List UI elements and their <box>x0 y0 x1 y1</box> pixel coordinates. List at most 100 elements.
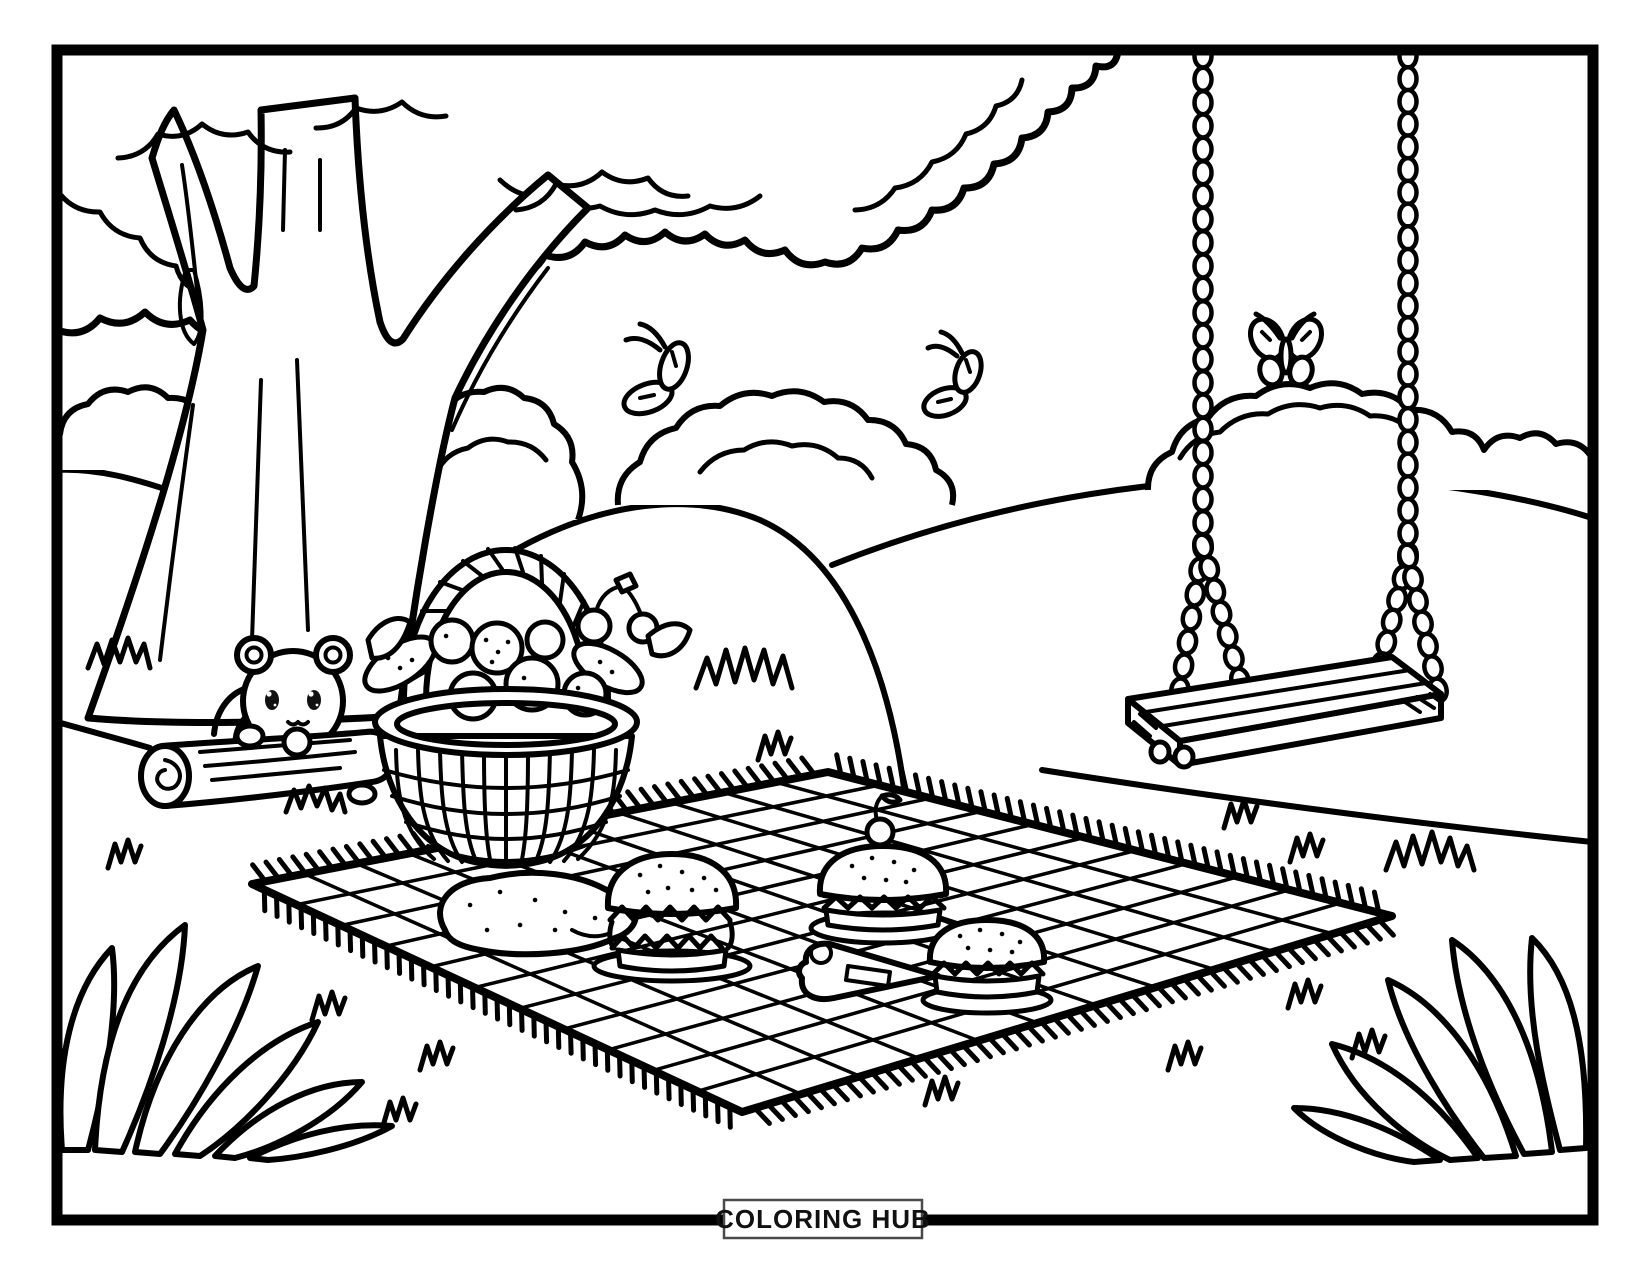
fringe-tick <box>274 892 280 919</box>
chain-bead <box>1397 496 1419 525</box>
chain-bead <box>1192 275 1214 304</box>
fringe-tick <box>1240 856 1251 882</box>
canopy-tuft-scallop <box>115 121 293 161</box>
grass-spikes <box>1383 829 1477 873</box>
fringe-tick <box>1083 816 1093 842</box>
footer-brand: COLORING HUB <box>715 1198 931 1240</box>
bottom-bun <box>932 973 1042 1000</box>
chain-bead <box>1172 652 1195 680</box>
fringe-tick <box>978 789 988 815</box>
fringe-tick <box>519 1006 525 1033</box>
fringe-tick <box>1363 921 1383 942</box>
fringe-tick <box>1194 972 1214 993</box>
fringe-tick <box>1376 917 1396 938</box>
grass-tufts <box>105 729 1388 1129</box>
fringe-tick <box>397 833 416 856</box>
brand-label: COLORING HUB <box>715 1204 931 1234</box>
fringe-tick <box>303 851 322 874</box>
fringe-tick <box>1149 832 1159 859</box>
fringe-tick <box>1214 849 1224 875</box>
fringe-tick <box>1233 960 1253 981</box>
chain-bead <box>1397 314 1419 343</box>
chain-bead <box>1176 628 1199 656</box>
fringe-tick <box>947 1046 967 1068</box>
fringe-tick <box>1246 956 1266 977</box>
tree <box>62 55 1121 726</box>
fringe-tick <box>745 765 764 788</box>
chain-bead <box>1192 135 1214 164</box>
blanket-grid-line <box>606 874 1240 1052</box>
fringe-tick <box>555 1024 562 1050</box>
fringe-tick <box>1293 869 1303 896</box>
fringe-tick <box>1064 1011 1084 1032</box>
fringe-tick <box>347 927 354 954</box>
fringe-tick <box>960 1042 980 1064</box>
chain-bead <box>1192 368 1214 397</box>
canopy-inner-scallop <box>62 193 209 297</box>
tongs <box>796 940 941 1002</box>
fringe-tick <box>408 955 415 982</box>
fringe-tick <box>372 938 378 965</box>
cherry-leaf <box>879 792 903 805</box>
lettuce-zigzag <box>607 904 733 923</box>
fringe-tick <box>1051 1015 1071 1036</box>
blanket-grid-line <box>773 780 1335 936</box>
blanket-grid-line <box>294 783 882 907</box>
chain-bead <box>1397 64 1419 93</box>
butterfly <box>621 321 691 417</box>
fringe-tick <box>290 854 309 877</box>
chain-bead <box>1192 252 1214 280</box>
burger <box>591 851 753 984</box>
chain-bead <box>1184 580 1207 608</box>
chain-bead <box>1422 654 1444 682</box>
fringe-tick <box>873 762 883 788</box>
fruit <box>524 619 566 661</box>
fringe-tick <box>1142 988 1162 1009</box>
seat-plank-lines <box>1132 668 1443 738</box>
fringe-tick <box>765 1101 785 1122</box>
chain-bead <box>1192 298 1214 327</box>
fringe-tick <box>568 1029 574 1056</box>
left-ground-line <box>62 720 153 751</box>
fringe-tick <box>1109 822 1120 849</box>
fringe-tick <box>1168 980 1188 1001</box>
chain-bead <box>1397 360 1419 388</box>
chain-end-bead <box>1148 739 1172 765</box>
fringe-tick <box>1337 929 1357 950</box>
grass-tuft <box>380 1095 419 1129</box>
fringe-tick <box>506 1001 513 1028</box>
top-bun <box>604 851 740 917</box>
fringe-tick <box>421 961 427 988</box>
fringe-tick <box>330 846 349 869</box>
bread-tip <box>365 616 413 661</box>
chain-bead <box>1192 392 1214 420</box>
chain-bead <box>1192 322 1214 350</box>
chain-bead <box>1192 158 1214 187</box>
grass-clump-left <box>62 922 395 1163</box>
canopy-inner-scallop <box>852 77 1025 213</box>
chain-bead <box>1192 438 1214 467</box>
fringe-tick <box>1077 1007 1097 1028</box>
fringe-tick <box>886 765 897 792</box>
grass-tuft <box>1221 797 1260 831</box>
chain-bead <box>1397 519 1419 548</box>
fringe-tick <box>1319 876 1329 902</box>
basket-weave <box>382 748 630 866</box>
grass-spikes <box>693 645 795 691</box>
blanket-grid-line <box>302 872 803 1096</box>
blanket-grid-line <box>472 835 1087 990</box>
fringe-tick <box>343 844 362 866</box>
fringe-tick <box>359 932 366 959</box>
bear-nut <box>281 726 313 758</box>
tongs-knob <box>809 941 833 965</box>
chain-bead <box>1397 133 1419 161</box>
chain-bead <box>1397 224 1419 252</box>
bear-inner-ear <box>244 645 264 665</box>
fringe-tick <box>653 1069 660 1096</box>
fringe-tick <box>1259 952 1279 973</box>
fringe-tick <box>1175 839 1185 865</box>
fringe-tick <box>1227 852 1238 879</box>
fringe-tick <box>882 1066 902 1087</box>
fringe-tick <box>433 967 439 993</box>
